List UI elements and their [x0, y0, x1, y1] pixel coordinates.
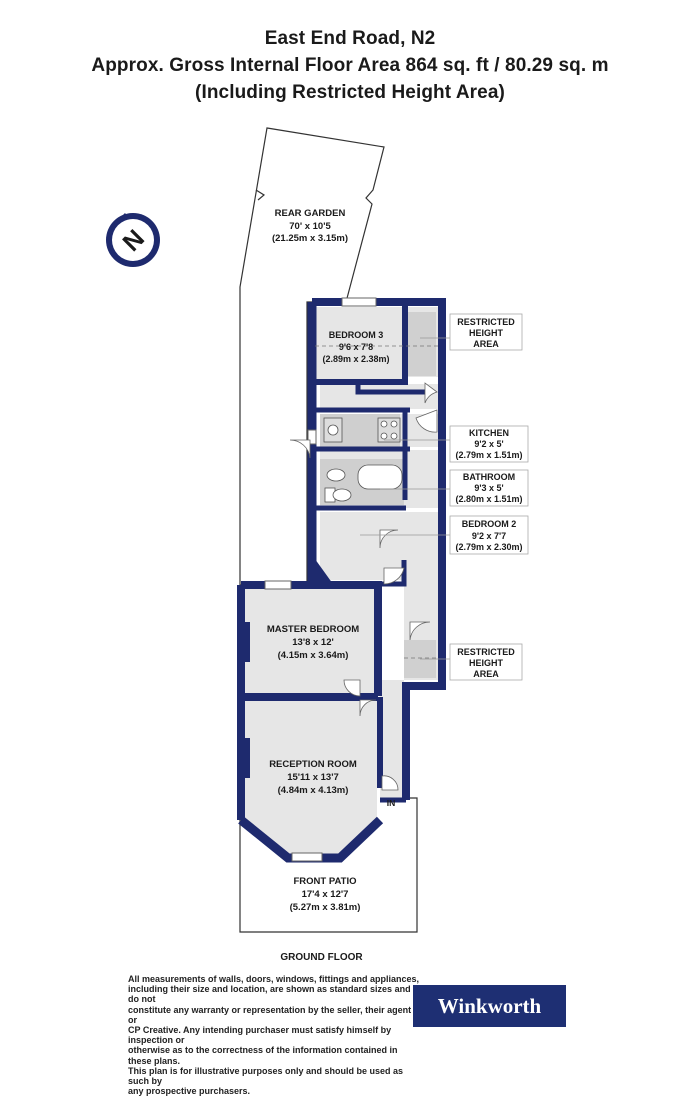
- restricted-height-note: (Including Restricted Height Area): [195, 82, 505, 103]
- svg-text:RESTRICTED: RESTRICTED: [457, 647, 515, 657]
- svg-text:KITCHEN: KITCHEN: [469, 428, 509, 438]
- floor-area-line: Approx. Gross Internal Floor Area 864 sq…: [91, 55, 609, 76]
- chimney-breast-master: [241, 622, 250, 662]
- disclaimer-text: All measurements of walls, doors, window…: [128, 974, 420, 1096]
- callout-restricted-bottom: RESTRICTED HEIGHT AREA: [457, 647, 515, 679]
- svg-text:AREA: AREA: [473, 339, 499, 349]
- callout-kitchen: KITCHEN 9'2 x 5' (2.79m x 1.51m): [455, 428, 522, 460]
- bathroom-fixtures: [324, 464, 403, 503]
- plan-title: East End Road, N2: [264, 28, 436, 49]
- svg-text:9'3 x 5': 9'3 x 5': [474, 483, 503, 493]
- svg-text:(2.80m x 1.51m): (2.80m x 1.51m): [455, 494, 522, 504]
- svg-text:BEDROOM 2: BEDROOM 2: [462, 519, 517, 529]
- svg-text:70' x 10'5: 70' x 10'5: [289, 221, 331, 232]
- svg-text:17'4 x 12'7: 17'4 x 12'7: [302, 889, 349, 900]
- svg-text:MASTER BEDROOM: MASTER BEDROOM: [267, 624, 359, 635]
- svg-text:BEDROOM 3: BEDROOM 3: [329, 330, 384, 340]
- compass-icon: N: [106, 213, 160, 267]
- svg-text:HEIGHT: HEIGHT: [469, 658, 504, 668]
- svg-text:9'2 x 7'7: 9'2 x 7'7: [472, 531, 506, 541]
- floor-plan: N REAR GARDEN 70' x 10'5 (21.25m x 3.15m…: [106, 127, 529, 933]
- windows: [264, 297, 377, 862]
- label-master-bedroom: MASTER BEDROOM 13'8 x 12' (4.15m x 3.64m…: [267, 624, 359, 661]
- label-front-patio: FRONT PATIO 17'4 x 12'7 (5.27m x 3.81m): [290, 876, 361, 913]
- kitchen-fixtures: [323, 417, 401, 443]
- entrance-label: IN: [387, 798, 396, 808]
- doors: [289, 382, 438, 791]
- chimney-breast-reception: [241, 738, 250, 778]
- svg-text:(21.25m x 3.15m): (21.25m x 3.15m): [272, 233, 348, 244]
- svg-text:(4.15m x 3.64m): (4.15m x 3.64m): [278, 650, 349, 661]
- svg-text:9'6 x 7'8: 9'6 x 7'8: [339, 342, 373, 352]
- callout-box-restricted-bottom: [449, 643, 523, 681]
- callout-box-bathroom: [449, 469, 529, 507]
- svg-text:REAR GARDEN: REAR GARDEN: [275, 208, 346, 219]
- floor-label: GROUND FLOOR: [280, 952, 363, 963]
- svg-text:(2.79m x 2.30m): (2.79m x 2.30m): [455, 542, 522, 552]
- corner-chimney: [312, 562, 334, 585]
- svg-text:FRONT PATIO: FRONT PATIO: [294, 876, 357, 887]
- label-rear-garden: REAR GARDEN 70' x 10'5 (21.25m x 3.15m): [272, 208, 348, 244]
- svg-text:(5.27m x 3.81m): (5.27m x 3.81m): [290, 902, 361, 913]
- callout-box-bedroom2: [449, 515, 529, 555]
- brand-logo: Winkworth: [413, 985, 566, 1027]
- svg-text:(2.79m x 1.51m): (2.79m x 1.51m): [455, 450, 522, 460]
- svg-text:AREA: AREA: [473, 669, 499, 679]
- svg-text:RESTRICTED: RESTRICTED: [457, 317, 515, 327]
- label-reception-room: RECEPTION ROOM 15'11 x 13'7 (4.84m x 4.1…: [269, 759, 357, 796]
- callout-leaders: [360, 337, 450, 660]
- label-bedroom3: BEDROOM 3 9'6 x 7'8 (2.89m x 2.38m): [322, 330, 389, 364]
- svg-text:RECEPTION ROOM: RECEPTION ROOM: [269, 759, 357, 770]
- svg-text:(2.89m x 2.38m): (2.89m x 2.38m): [322, 354, 389, 364]
- callout-bedroom2: BEDROOM 2 9'2 x 7'7 (2.79m x 2.30m): [455, 519, 522, 552]
- restricted-dashes: [315, 345, 438, 659]
- callout-box-restricted-top: [449, 313, 523, 351]
- callout-bathroom: BATHROOM 9'3 x 5' (2.80m x 1.51m): [455, 472, 522, 504]
- svg-text:(4.84m x 4.13m): (4.84m x 4.13m): [278, 785, 349, 796]
- svg-text:HEIGHT: HEIGHT: [469, 328, 504, 338]
- svg-text:15'11 x 13'7: 15'11 x 13'7: [287, 772, 339, 783]
- svg-text:BATHROOM: BATHROOM: [463, 472, 515, 482]
- svg-text:13'8 x 12': 13'8 x 12': [292, 637, 334, 648]
- callout-restricted-top: RESTRICTED HEIGHT AREA: [457, 317, 515, 349]
- svg-text:9'2 x 5': 9'2 x 5': [474, 439, 503, 449]
- callout-box-kitchen: [449, 425, 529, 463]
